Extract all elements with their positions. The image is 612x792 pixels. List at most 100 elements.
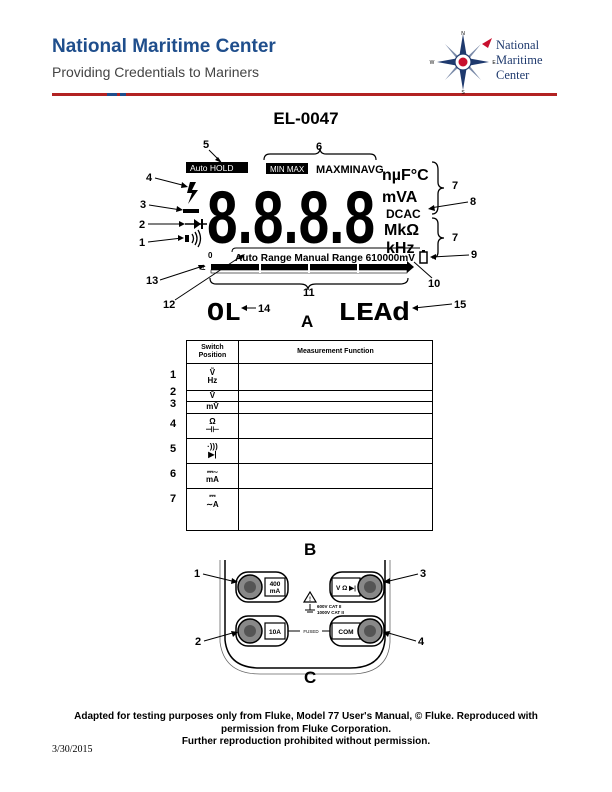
copyright-line: permission from Fluke Corporation. xyxy=(220,723,392,735)
row-number: 2 xyxy=(170,386,177,398)
logo-line: Maritime xyxy=(496,53,543,67)
callout-14: 14 xyxy=(258,303,271,315)
auto-hold-text: Auto HOLD xyxy=(190,163,233,173)
callout-1: 1 xyxy=(139,237,145,249)
svg-text:!: ! xyxy=(309,597,311,603)
measurement-function-header: Measurement Function xyxy=(237,340,434,364)
jack-400ma: 400 mA xyxy=(235,571,289,603)
table-row: ⎓∼mA xyxy=(186,463,434,489)
svg-text:mA: mA xyxy=(270,588,281,595)
min-max-text: MIN MAX xyxy=(270,165,305,174)
min-max-indicator xyxy=(266,163,308,174)
svg-text:COM: COM xyxy=(338,629,353,636)
callout-15: 15 xyxy=(454,299,466,311)
copyright-line: Adapted for testing purposes only from F… xyxy=(74,711,538,722)
auto-hold-indicator xyxy=(186,162,248,173)
unit-row-nuf-c: nµF°C xyxy=(382,167,429,184)
figure-b-label: B xyxy=(304,540,317,559)
svg-text:±: ± xyxy=(201,263,206,272)
range-indicator-text: Auto Range Manual Range 610000mV xyxy=(235,253,415,264)
row-number: 4 xyxy=(170,418,177,430)
cat-rating-1: 600V CAT II xyxy=(317,604,341,609)
logo-line: National xyxy=(496,38,540,52)
svg-text:V Ω ▶|: V Ω ▶| xyxy=(336,585,356,592)
document-id: EL-0047 xyxy=(273,109,339,128)
callout-6: 6 xyxy=(316,141,322,153)
row-number: 6 xyxy=(170,468,177,480)
ol-readout: OL xyxy=(207,298,241,328)
copyright-line: Further reproduction prohibited without … xyxy=(181,736,431,747)
svg-text:N: N xyxy=(461,31,465,37)
copyright-notice: Adapted for testing purposes only from F… xyxy=(0,711,612,749)
fused-label: FUSED xyxy=(303,629,319,634)
jack-com: COM xyxy=(329,615,385,647)
battery-icon xyxy=(419,251,428,264)
row-number: 1 xyxy=(170,369,177,381)
figure-a-label: A xyxy=(301,312,314,331)
callout-7b: 7 xyxy=(452,232,458,244)
unit-row-mkohm: MkΩ xyxy=(384,222,419,239)
svg-text:S: S xyxy=(461,90,465,94)
callout-2: 2 xyxy=(139,219,145,231)
document-date: 3/30/2015 xyxy=(52,744,93,755)
svg-text:W: W xyxy=(430,60,435,66)
bargraph-zero: 0 xyxy=(208,251,213,260)
main-digits: 8.8.8.8 xyxy=(207,176,375,259)
compass-rose-icon: N S W E xyxy=(430,31,497,94)
lead-readout: LEAd xyxy=(338,298,410,328)
table-row: Ω⊣⊢ xyxy=(186,413,434,439)
callout-c4: 4 xyxy=(418,636,425,648)
callout-11: 11 xyxy=(303,287,315,299)
warning-triangle-icon: ! xyxy=(302,590,318,603)
table-row: ·)))▶| xyxy=(186,438,434,464)
figure-a-callouts: 1 2 3 4 5 6 7 7 8 9 10 11 12 13 14 15 xyxy=(139,139,477,315)
table-row: V̄ xyxy=(186,390,434,402)
continuity-beeper-icon xyxy=(185,229,202,248)
figure-c-label: C xyxy=(304,668,317,687)
figure-a-display-diagram: Auto HOLD MIN MAX MAXMINAVG 8.8.8.8 nµF°… xyxy=(139,139,477,328)
svg-text:400: 400 xyxy=(270,581,281,588)
org-subtitle: Providing Credentials to Mariners xyxy=(52,64,259,80)
callout-c2: 2 xyxy=(195,636,201,648)
callout-c3: 3 xyxy=(420,568,426,580)
ground-icon xyxy=(305,604,315,613)
unit-row-mva: mVA xyxy=(382,189,418,206)
org-title: National Maritime Center xyxy=(52,36,276,57)
callout-5: 5 xyxy=(203,139,209,151)
high-voltage-icon xyxy=(187,182,198,204)
cat-rating-2: 1000V CAT II xyxy=(317,610,344,615)
svg-text:E: E xyxy=(492,60,496,66)
logo-line: Center xyxy=(496,68,530,82)
jack-v-ohm-diode: V Ω ▶| xyxy=(329,571,385,603)
callout-13: 13 xyxy=(146,275,158,287)
table-row: mV̄ xyxy=(186,401,434,414)
header-rule xyxy=(52,93,557,96)
callout-9: 9 xyxy=(471,249,477,261)
minus-sign-icon xyxy=(183,209,199,213)
logo-wordmark: National Maritime Center xyxy=(496,38,543,83)
nmc-logo: N S W E xyxy=(430,31,497,94)
figure-c-callouts: 1 2 3 4 xyxy=(194,568,426,648)
diode-icon xyxy=(185,219,207,229)
callout-12: 12 xyxy=(163,299,175,311)
jack-10a: 10A xyxy=(235,615,289,647)
maxminavg-text: MAXMINAVG xyxy=(316,164,384,176)
bar-graph xyxy=(210,261,414,274)
row-number: 5 xyxy=(170,443,177,455)
table-row: ⎓∼A xyxy=(186,488,434,531)
unit-row-dcac: DCAC xyxy=(386,207,421,221)
callout-10: 10 xyxy=(428,278,440,290)
row-number: 7 xyxy=(170,493,177,505)
callout-4: 4 xyxy=(146,172,153,184)
figure-c-input-jacks: 400 mA 10A V Ω ▶| COM ! 600V CAT II 1000… xyxy=(194,560,426,675)
row-number: 3 xyxy=(170,398,177,410)
callout-7a: 7 xyxy=(452,180,458,192)
callout-3: 3 xyxy=(140,199,146,211)
svg-text:10A: 10A xyxy=(269,629,281,636)
callout-8: 8 xyxy=(470,196,476,208)
callout-c1: 1 xyxy=(194,568,200,580)
